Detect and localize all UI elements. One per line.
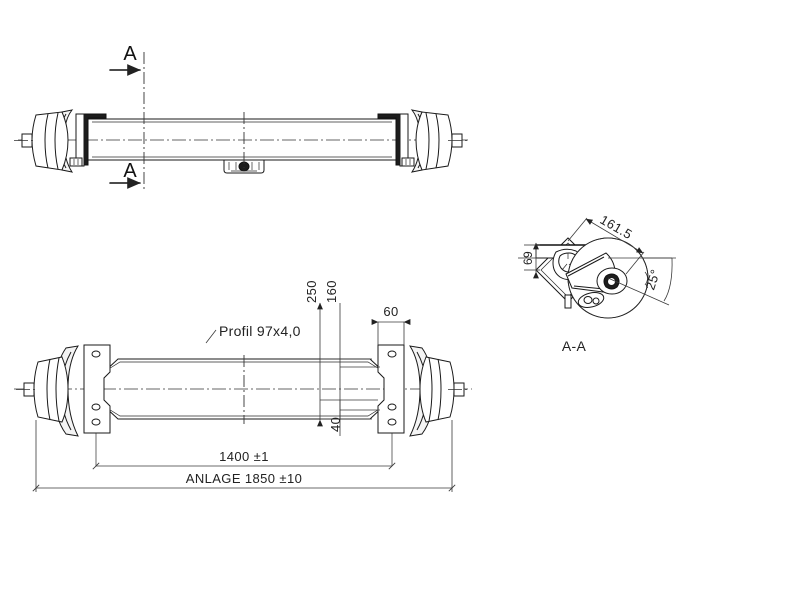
section-mark-a-bottom: A <box>109 160 141 189</box>
front-view-right-hub-assembly <box>408 345 470 437</box>
dimension-160-text: 160 <box>324 280 339 303</box>
section-brake-lever <box>577 292 605 308</box>
dimension-250-text: 250 <box>304 280 319 303</box>
dimension-25-deg: 25° <box>607 257 676 306</box>
section-letter-a-top: A <box>123 43 137 65</box>
section-caption-aa: A-A <box>562 338 587 354</box>
dimension-25-deg-text: 25° <box>642 267 663 291</box>
front-view-right-bracket <box>377 344 405 466</box>
dimension-160: 160 <box>324 280 380 420</box>
dimension-250: 250 <box>304 280 372 427</box>
dimension-40: 40 <box>320 399 378 436</box>
front-view-left-hub-assembly <box>16 345 80 437</box>
dimension-69: 69 <box>521 242 540 279</box>
dimension-overall-1850-text: ANLAGE 1850 ±10 <box>186 471 302 486</box>
top-view-left-hub-assembly <box>14 109 107 173</box>
front-view-left-bracket <box>83 344 111 466</box>
top-view-right-hub-assembly <box>377 109 470 173</box>
profile-note-text: Profil 97x4,0 <box>219 323 301 339</box>
top-view: A A <box>14 43 470 190</box>
top-view-beam <box>87 118 397 161</box>
section-view-aa: 161.5 69 25° A-A <box>518 212 676 354</box>
section-mark-a-top: A <box>109 43 141 76</box>
dimension-track-1400-text: 1400 ±1 <box>219 449 269 464</box>
section-stud <box>564 294 572 309</box>
dimension-60: 60 <box>371 304 411 345</box>
dimension-40-text: 40 <box>328 417 343 432</box>
dimension-69-text: 69 <box>521 251 535 265</box>
dimension-161-5-text: 161.5 <box>598 212 635 242</box>
dimension-60-text: 60 <box>383 304 398 319</box>
section-hub-center <box>596 267 628 295</box>
dimension-overall-1850: ANLAGE 1850 ±10 <box>32 420 456 492</box>
profile-note: Profil 97x4,0 <box>205 323 301 344</box>
dimension-track-1400: 1400 ±1 <box>92 449 396 470</box>
front-view: Profil 97x4,0 250 160 40 <box>14 280 472 492</box>
section-letter-a-bottom: A <box>123 160 137 182</box>
section-hub-cap <box>644 271 648 286</box>
